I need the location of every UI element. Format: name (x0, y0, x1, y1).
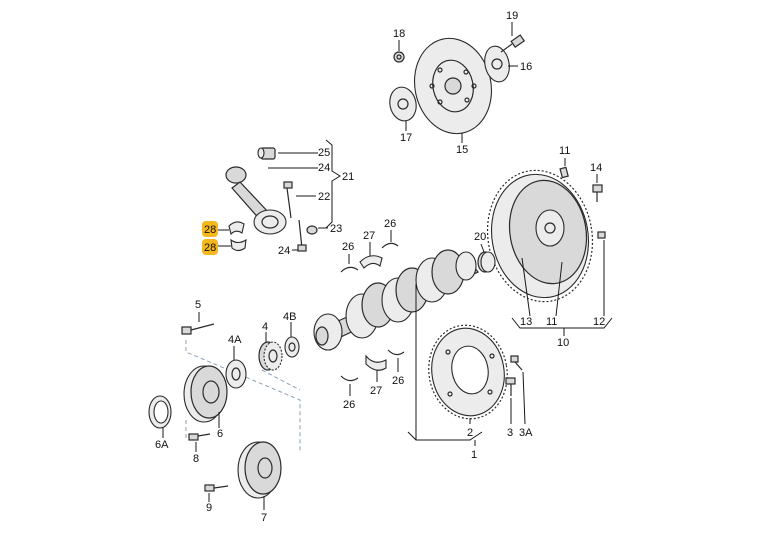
flywheel-centre (535, 209, 565, 247)
shim-plate-17[interactable] (387, 85, 420, 124)
callout-13[interactable]: 13 (520, 316, 532, 328)
connecting-rod-assembly (218, 139, 341, 252)
callout-23[interactable]: 23 (330, 223, 342, 235)
thrust-washer-26-c[interactable] (340, 375, 359, 382)
callout-4b[interactable]: 4B (283, 311, 296, 323)
callout-11-top[interactable]: 11 (559, 145, 570, 157)
crankshaft-sprocket-4[interactable] (258, 341, 283, 371)
vibration-damper-6[interactable] (183, 365, 228, 423)
callout-26-b[interactable]: 26 (384, 218, 396, 230)
callout-6a[interactable]: 6A (155, 439, 169, 451)
shim-plate-16[interactable] (482, 44, 513, 84)
piston-pin-bush-25[interactable] (257, 147, 276, 160)
callout-28-top[interactable]: 28 (204, 224, 216, 236)
needle-bearing-20[interactable] (477, 251, 496, 273)
callout-20[interactable]: 20 (474, 231, 486, 243)
thrust-washer-26-d[interactable] (387, 349, 405, 356)
callout-18[interactable]: 18 (393, 28, 405, 40)
callout-6[interactable]: 6 (217, 428, 223, 440)
callout-27-top[interactable]: 27 (363, 230, 375, 242)
washer-4a[interactable] (225, 359, 247, 389)
flexplate-holes (429, 67, 477, 105)
main-bearing-shells-lower (340, 349, 405, 396)
callout-25[interactable]: 25 (318, 147, 330, 159)
callout-26-d[interactable]: 26 (392, 375, 404, 387)
flywheel-bolt-14[interactable] (592, 184, 603, 202)
callout-24-bottom[interactable]: 24 (278, 245, 290, 257)
callout-16[interactable]: 16 (520, 61, 532, 73)
thrust-washer-26-b[interactable] (381, 242, 399, 249)
callout-3[interactable]: 3 (507, 427, 513, 439)
washer-4b[interactable] (284, 336, 300, 358)
callout-7[interactable]: 7 (261, 512, 267, 524)
callout-26-c[interactable]: 26 (343, 399, 355, 411)
connecting-rod-24[interactable] (225, 166, 287, 235)
seal-6a[interactable] (148, 395, 172, 429)
dual-mass-flywheel-assembly (486, 158, 613, 336)
bolt-3[interactable] (505, 377, 516, 396)
callout-8[interactable]: 8 (193, 453, 199, 465)
bolt-8[interactable] (188, 433, 211, 441)
flexplate-assembly (387, 22, 526, 143)
callout-11-bottom[interactable]: 11 (546, 316, 557, 328)
flexplate-inner-ring (432, 59, 474, 113)
shim-plate-16-hole (491, 58, 503, 70)
bolt-9[interactable] (204, 484, 229, 492)
nut-18[interactable] (393, 51, 405, 63)
flywheel-pin-11[interactable] (559, 166, 569, 179)
shim-plate-17-hole (397, 98, 409, 110)
callout-19[interactable]: 19 (506, 10, 518, 22)
callout-28-bottom[interactable]: 28 (204, 242, 216, 254)
bolt-5[interactable] (181, 323, 215, 335)
bearing-shell-28-upper[interactable] (228, 221, 245, 236)
callout-28-bottom-badge[interactable]: 28 (202, 239, 218, 255)
callout-10[interactable]: 10 (557, 337, 569, 349)
callout-4a[interactable]: 4A (228, 334, 242, 346)
flywheel-bore (544, 222, 556, 234)
bolt-19[interactable] (500, 34, 526, 53)
flexplate-hub (444, 77, 462, 95)
callout-21[interactable]: 21 (342, 171, 354, 183)
bearing-shell-27-lower[interactable] (365, 354, 387, 371)
callout-22[interactable]: 22 (318, 191, 330, 203)
callout-12[interactable]: 12 (593, 316, 605, 328)
conrod-nut-23[interactable] (306, 225, 318, 235)
conrod-bolt-24[interactable] (297, 219, 307, 252)
thrust-washer-26-a[interactable] (340, 266, 359, 273)
bearing-shell-28-lower[interactable] (230, 238, 247, 252)
main-bearing-shells-upper (340, 230, 399, 273)
callout-9[interactable]: 9 (206, 502, 212, 514)
callout-4[interactable]: 4 (262, 321, 268, 333)
callout-27-bottom[interactable]: 27 (370, 385, 382, 397)
callout-24-top[interactable]: 24 (318, 162, 330, 174)
flywheel-pin-12[interactable] (597, 231, 606, 239)
callout-17[interactable]: 17 (400, 132, 412, 144)
callout-2[interactable]: 2 (467, 427, 473, 439)
belt-pulley-7[interactable] (237, 441, 282, 499)
crankshaft[interactable] (313, 249, 479, 351)
callout-15[interactable]: 15 (456, 144, 468, 156)
callout-14[interactable]: 14 (590, 162, 602, 174)
callout-labels: 1 2 3 3A 4 4A 4B 5 6 6A 7 8 9 10 11 11 1… (155, 10, 605, 524)
bearing-shell-27-upper[interactable] (359, 255, 383, 269)
callout-26-a[interactable]: 26 (342, 241, 354, 253)
callout-3a[interactable]: 3A (519, 427, 533, 439)
callout-5[interactable]: 5 (195, 299, 201, 311)
callout-28-top-badge[interactable]: 28 (202, 221, 218, 237)
conrod-bolt-22[interactable] (283, 181, 293, 219)
flywheel-ring-gear (486, 169, 594, 303)
sender-wheel-2[interactable] (421, 319, 514, 425)
callout-1[interactable]: 1 (471, 449, 477, 461)
bolt-3a[interactable] (510, 355, 523, 371)
